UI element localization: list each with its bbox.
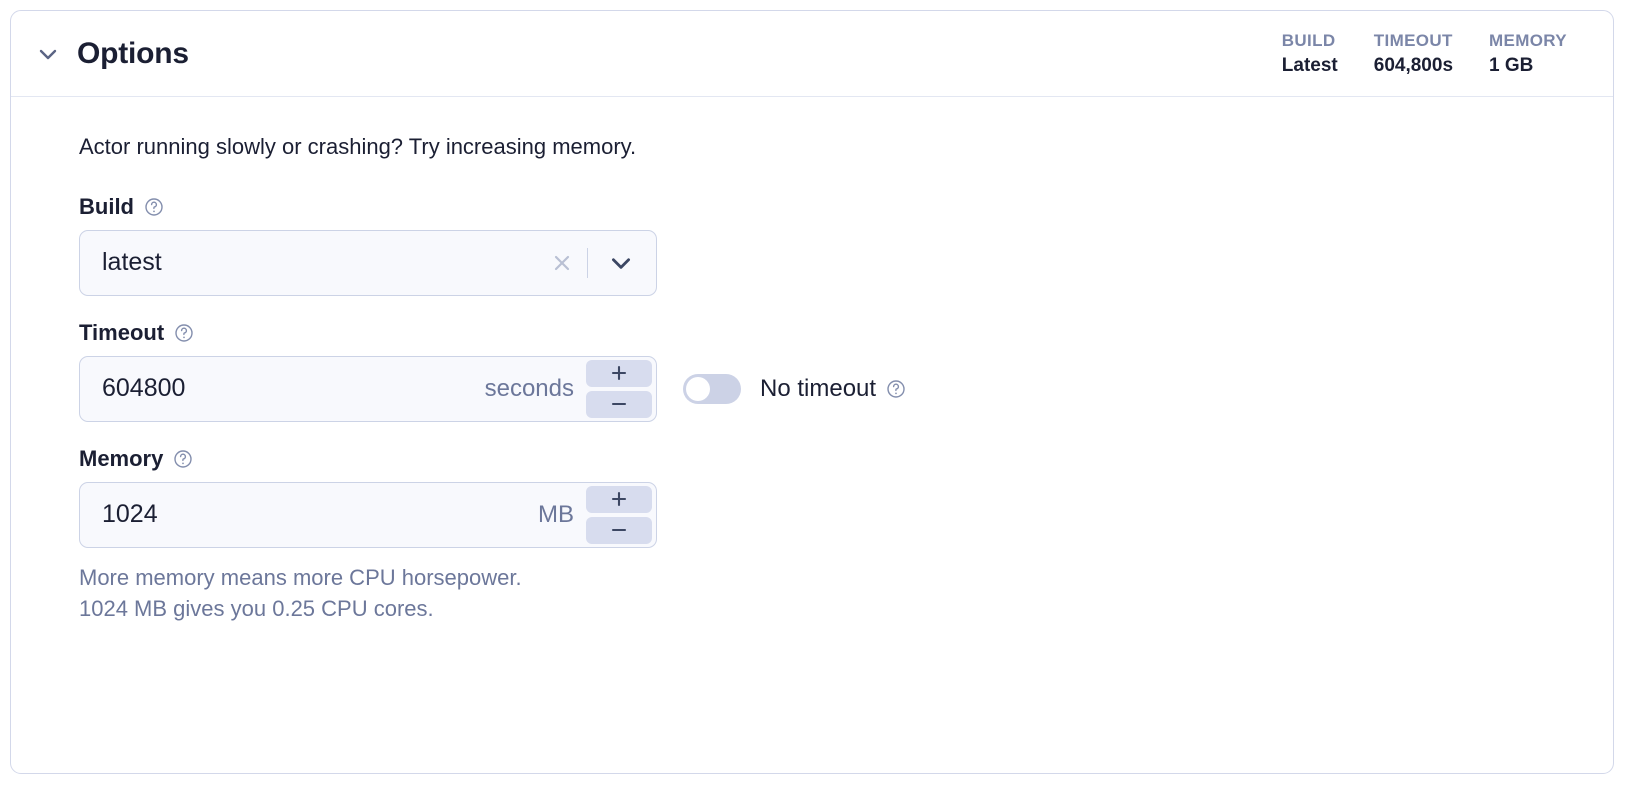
no-timeout-toggle-knob: [686, 376, 710, 401]
memory-label-row: Memory: [79, 445, 1613, 471]
memory-field-row: 1024 MB: [79, 481, 1613, 548]
clear-x-icon[interactable]: [547, 248, 577, 278]
memory-stepper: [586, 485, 656, 544]
help-circle-icon[interactable]: [172, 448, 193, 469]
build-label-row: Build: [79, 193, 1613, 219]
select-divider: [587, 247, 588, 278]
timeout-input[interactable]: 604800: [102, 376, 186, 402]
timeout-unit: seconds: [484, 374, 574, 402]
timeout-stepper: [586, 359, 656, 418]
help-circle-icon[interactable]: [885, 378, 906, 399]
no-timeout-label-row: No timeout: [760, 374, 906, 402]
options-card-body: Actor running slowly or crashing? Try in…: [11, 97, 1613, 624]
timeout-input-shell[interactable]: 604800 seconds: [79, 355, 657, 422]
help-circle-icon[interactable]: [143, 196, 164, 217]
stat-build: BUILD Latest: [1282, 30, 1338, 78]
stat-timeout: TIMEOUT 604,800s: [1374, 30, 1453, 78]
memory-input-shell[interactable]: 1024 MB: [79, 481, 657, 548]
stat-build-label: BUILD: [1281, 30, 1336, 50]
intro-text: Actor running slowly or crashing? Try in…: [79, 134, 637, 159]
timeout-label-row: Timeout: [79, 319, 1613, 345]
timeout-field-row: 604800 seconds: [79, 355, 1613, 422]
stat-build-value: Latest: [1281, 54, 1338, 76]
build-field-row: latest: [79, 229, 1613, 296]
timeout-decrement-button[interactable]: [586, 390, 652, 418]
stat-timeout-value: 604,800s: [1373, 54, 1454, 76]
stat-memory-value: 1 GB: [1489, 54, 1534, 76]
stat-memory: MEMORY 1 GB: [1489, 30, 1567, 78]
build-label: Build: [79, 193, 134, 219]
chevron-down-icon[interactable]: [604, 246, 638, 280]
build-field-block: Build latest: [79, 193, 1613, 296]
timeout-field-block: Timeout 604800 seconds: [79, 319, 1613, 422]
no-timeout-group: No timeout: [683, 373, 906, 404]
options-card: Options BUILD Latest TIMEOUT 604,800s ME…: [10, 10, 1614, 774]
stat-timeout-label: TIMEOUT: [1373, 30, 1453, 50]
memory-field-block: Memory 1024 MB: [79, 445, 1613, 624]
header-stats: BUILD Latest TIMEOUT 604,800s MEMORY 1 G…: [1282, 30, 1583, 78]
memory-decrement-button[interactable]: [586, 516, 652, 544]
memory-unit: MB: [538, 500, 574, 528]
memory-input[interactable]: 1024: [102, 502, 158, 528]
page-title: Options: [77, 36, 189, 70]
memory-hint-line-1: More memory means more CPU horsepower.: [79, 564, 522, 590]
stat-memory-label: MEMORY: [1489, 30, 1567, 50]
memory-hint: More memory means more CPU horsepower. 1…: [79, 562, 1613, 624]
timeout-increment-button[interactable]: [586, 359, 652, 387]
build-select[interactable]: latest: [79, 229, 657, 296]
chevron-down-icon[interactable]: [35, 41, 61, 67]
memory-hint-line-2: 1024 MB gives you 0.25 CPU cores.: [79, 595, 434, 621]
no-timeout-toggle[interactable]: [683, 373, 741, 404]
help-circle-icon[interactable]: [173, 322, 194, 343]
memory-label: Memory: [79, 445, 164, 471]
no-timeout-label: No timeout: [760, 374, 877, 402]
options-card-header: Options BUILD Latest TIMEOUT 604,800s ME…: [11, 11, 1613, 97]
timeout-label: Timeout: [79, 319, 165, 345]
build-select-value: latest: [102, 250, 162, 276]
memory-increment-button[interactable]: [586, 485, 652, 513]
header-left-group: Options: [35, 36, 189, 70]
